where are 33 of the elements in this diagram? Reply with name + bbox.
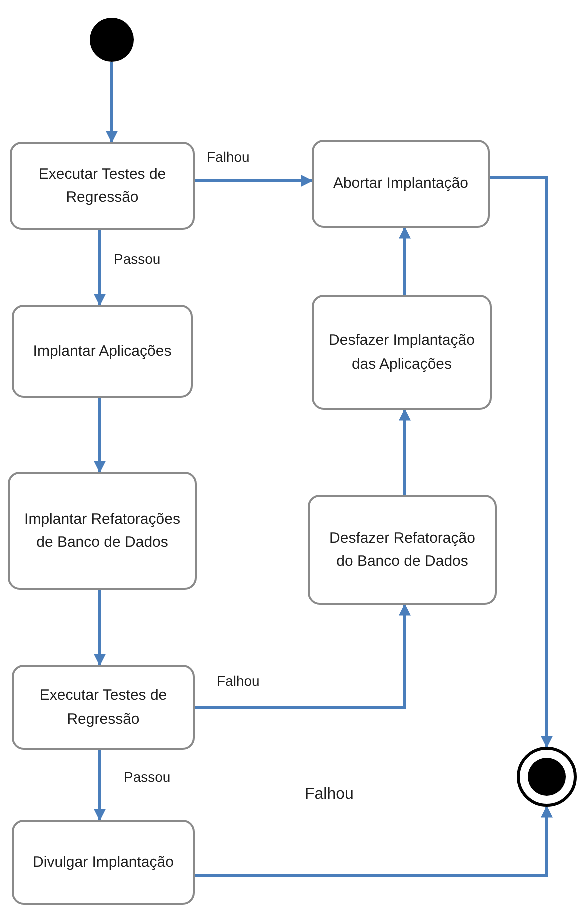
arrow <box>195 806 553 878</box>
action-box <box>12 305 193 398</box>
action-label: Desfazer Refatoração do Banco de Dados <box>328 528 476 572</box>
arrow <box>195 175 314 187</box>
edge-label: Passou <box>112 252 163 266</box>
start-node <box>90 18 134 62</box>
arrow <box>106 62 118 144</box>
arrow <box>94 398 106 474</box>
edge-label: Falhou <box>215 674 262 688</box>
action-box <box>8 472 197 590</box>
action-label: Divulgar Implantação <box>33 852 174 873</box>
action-box <box>12 665 195 750</box>
action-box <box>12 820 195 905</box>
arrow <box>490 176 553 748</box>
action-box <box>308 495 497 605</box>
arrow <box>94 230 106 306</box>
arrow <box>399 226 411 295</box>
action-label: Implantar Aplicações <box>33 342 172 362</box>
arrow <box>399 408 411 495</box>
action-label: Desfazer Implantação das Aplicações <box>328 331 476 374</box>
action-label: Implantar Refatorações de Banco de Dados <box>24 510 182 553</box>
arrow <box>195 604 411 710</box>
action-label: Executar Testes de Regressão <box>38 686 168 730</box>
arrow <box>94 590 106 666</box>
action-box <box>312 140 490 228</box>
note-label: Falhou <box>305 787 354 803</box>
action-label: Abortar Implantação <box>333 174 469 194</box>
action-box <box>312 295 492 410</box>
edge-label: Falhou <box>205 150 252 164</box>
action-box <box>10 142 195 230</box>
edge-label: Passou <box>122 770 173 784</box>
arrow <box>94 750 106 822</box>
action-label: Executar Testes de Regressão <box>38 164 168 208</box>
